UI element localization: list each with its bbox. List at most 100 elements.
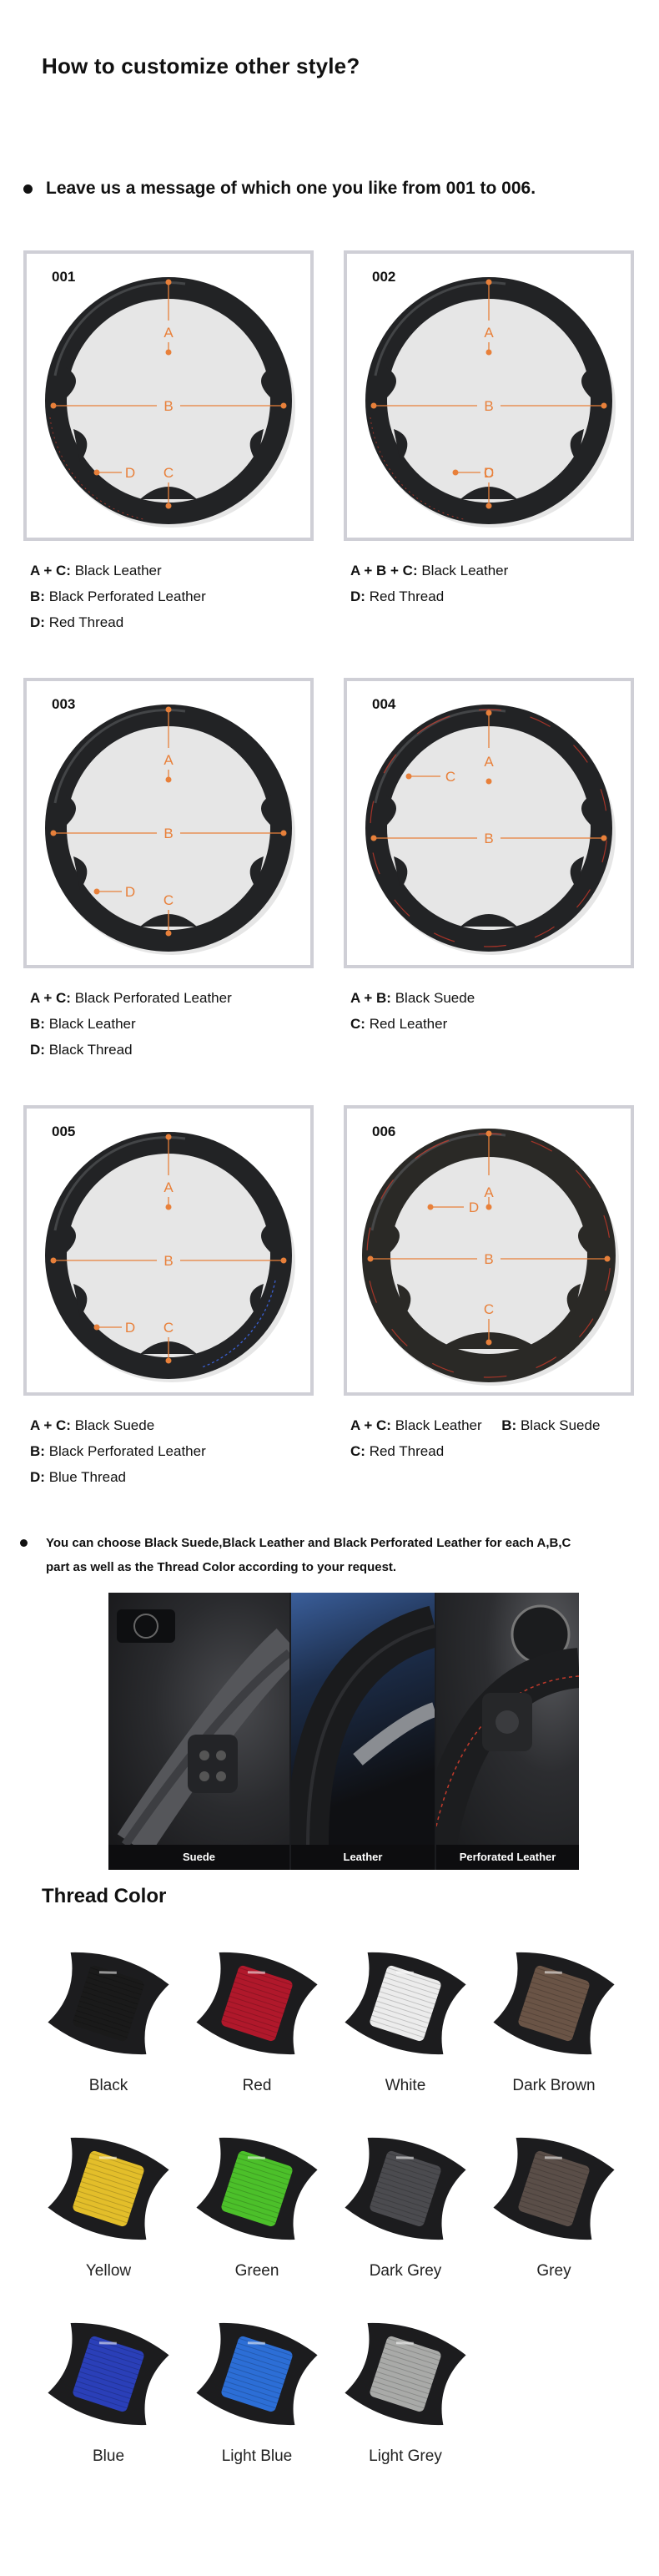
thread-line <box>384 2347 439 2366</box>
label-c: C <box>484 465 494 481</box>
part-key: B: <box>501 1417 517 1433</box>
thread-line <box>534 2157 589 2176</box>
thread-line <box>226 2190 281 2210</box>
leather-wheel-image <box>287 1605 440 1846</box>
page-title: How to customize other style? <box>42 53 360 78</box>
label-b: B <box>163 1253 173 1269</box>
thread-line <box>73 2205 128 2224</box>
thread-swatch-yellow[interactable]: Yellow <box>42 2137 175 2296</box>
thread-line <box>232 2171 287 2190</box>
thread-shine <box>544 1971 562 1974</box>
marker-a-bottom <box>485 778 492 785</box>
thread-swatch-green[interactable]: Green <box>190 2137 324 2296</box>
thread-swatch-grey[interactable]: Grey <box>487 2137 621 2296</box>
thread-shine <box>98 2341 117 2345</box>
thread-line <box>85 2351 140 2371</box>
label-b: B <box>484 398 493 414</box>
thread-line <box>79 2185 134 2205</box>
style-desc-002: A + B + C: Black Leather D: Red Thread <box>350 558 508 609</box>
part-key: C: <box>350 1443 365 1459</box>
part-value: Black Leather <box>395 1417 482 1433</box>
grip-left-lower <box>394 856 408 890</box>
thread-line <box>525 2185 580 2205</box>
thread-color-name: Light Blue <box>221 2447 293 2465</box>
thread-swatch-red[interactable]: Red <box>190 1952 324 2110</box>
part-key: B: <box>30 588 45 604</box>
suede-panel: Suede <box>108 1593 303 1870</box>
thread-line <box>527 2176 582 2195</box>
bullet-dot <box>23 184 33 194</box>
label-d: D <box>125 1320 135 1336</box>
thread-spool-icon <box>493 1952 615 2055</box>
thread-line <box>224 2195 279 2215</box>
thread-line <box>377 2180 432 2200</box>
materials-photo: Suede Leather Perforated Leather <box>108 1593 579 1870</box>
thread-swatch-blue[interactable]: Blue <box>42 2322 175 2481</box>
style-desc-003: A + C: Black Perforated Leather B: Black… <box>30 985 232 1063</box>
thread-line <box>382 2166 437 2185</box>
thread-spool-icon <box>48 1952 169 2055</box>
thread-line <box>230 2176 285 2195</box>
instruction-text: Leave us a message of which one you like… <box>46 179 536 198</box>
thread-line <box>237 1972 292 1991</box>
thread-line <box>376 2371 431 2390</box>
thread-line <box>234 1981 289 2000</box>
thread-line <box>221 2205 276 2224</box>
thread-line <box>370 2019 425 2038</box>
thread-color-name: Blue <box>92 2447 125 2465</box>
materials-note-line1: You can choose Black Suede,Black Leather… <box>46 1536 571 1550</box>
thread-line <box>228 2185 283 2205</box>
thread-spool-icon <box>493 2137 615 2240</box>
grip-right-lower <box>570 856 584 890</box>
label-d: D <box>125 884 135 900</box>
thread-line <box>232 1986 287 2005</box>
label-b: B <box>484 831 493 846</box>
thread-spool-icon <box>48 2137 169 2240</box>
thread-line <box>76 2010 131 2029</box>
thread-swatch-light-blue[interactable]: Light Blue <box>190 2322 324 2481</box>
thread-swatch-dark-grey[interactable]: Dark Grey <box>339 2137 472 2296</box>
thread-color-name: Green <box>234 2262 279 2280</box>
part-value: Red Thread <box>48 614 124 630</box>
label-d: D <box>125 465 135 481</box>
thread-swatch-white[interactable]: White <box>339 1952 472 2110</box>
grip-left-lower <box>73 1284 88 1317</box>
thread-line <box>371 2200 426 2219</box>
style-code: 002 <box>372 269 396 285</box>
thread-line <box>230 2361 285 2381</box>
label-c: C <box>484 1301 494 1317</box>
thread-line <box>221 2019 276 2038</box>
thread-wound <box>73 1965 144 2042</box>
grip-left-lower <box>73 429 88 462</box>
part-value: Blue Thread <box>48 1469 126 1485</box>
thread-line <box>525 2000 580 2019</box>
thread-line <box>83 1986 138 2005</box>
grip-right-upper <box>581 367 592 399</box>
thread-line <box>229 1995 284 2014</box>
thread-line <box>85 2166 140 2185</box>
thread-line <box>239 1967 293 1986</box>
perforated-panel: Perforated Leather <box>416 1593 579 1870</box>
thread-line <box>518 2205 573 2224</box>
thread-swatch-light-grey[interactable]: Light Grey <box>339 2322 472 2481</box>
thread-line <box>73 2019 128 2038</box>
thread-color-name: Black <box>88 2077 128 2094</box>
thread-swatch-dark-brown[interactable]: Dark Brown <box>487 1952 621 2110</box>
thread-swatch-black[interactable]: Black <box>42 1952 175 2110</box>
grip-left-upper <box>65 795 76 826</box>
thread-line <box>527 1991 582 2010</box>
label-a: A <box>163 752 174 768</box>
thread-line <box>373 2381 428 2400</box>
thread-line <box>376 2185 431 2205</box>
part-value: Red Thread <box>369 1443 445 1459</box>
part-key: C: <box>350 1016 365 1032</box>
part-value: Red Leather <box>369 1016 448 1032</box>
